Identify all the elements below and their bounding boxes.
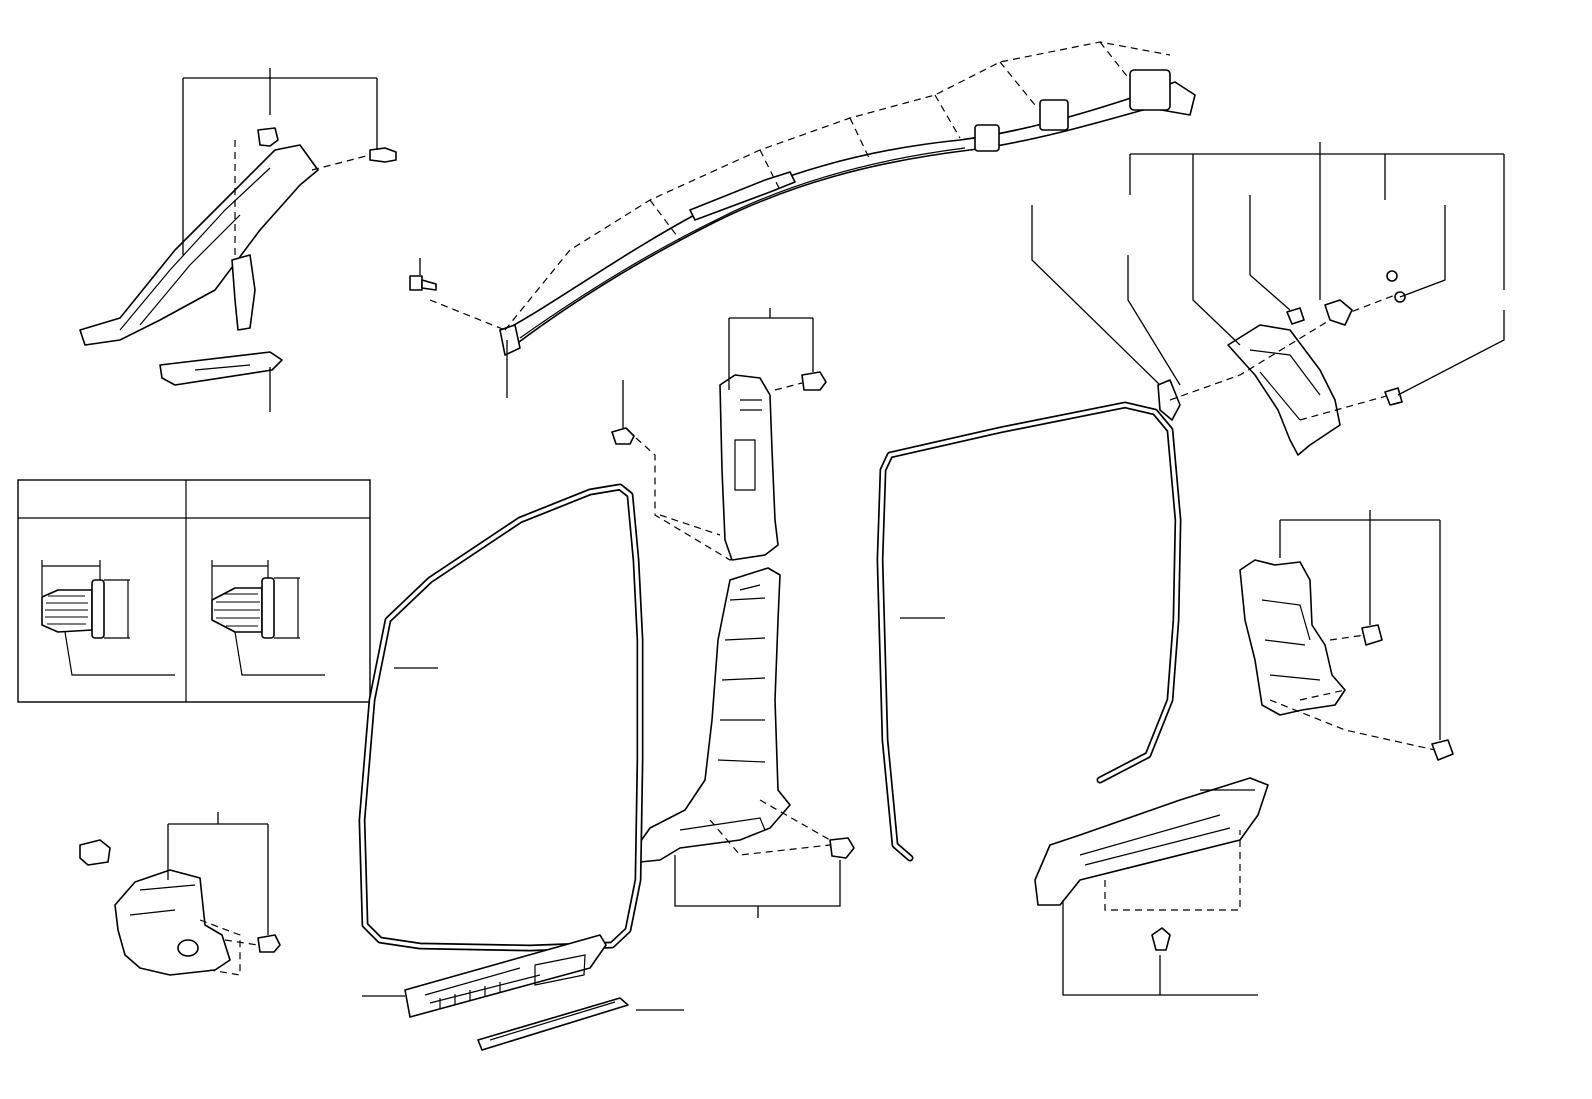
quarter-dashed (1269, 634, 1436, 751)
cowl-dashed (199, 919, 259, 976)
leader-67917 (1062, 900, 1258, 996)
pillar-lower-dashed (709, 799, 831, 856)
clip-62413c-icon (829, 837, 855, 859)
center-pillar-upper (719, 374, 779, 561)
front-pillar-garnish (79, 144, 319, 386)
clip-90467-icon (1151, 927, 1171, 951)
cowl-side-trim (114, 869, 231, 976)
note2-screw-icon (611, 427, 635, 445)
leader-62471-bracket (1031, 142, 1505, 396)
clip-64383b-icon (1157, 379, 1181, 421)
clip-icon (257, 127, 279, 147)
clip-62111b-icon (257, 934, 281, 953)
leader-62111-bracket (167, 812, 269, 935)
clip-62581f-icon (1361, 624, 1383, 646)
clip-62471c-icon (1286, 307, 1305, 325)
inset-box (17, 479, 371, 703)
rear-scuff-dashed (1104, 830, 1241, 911)
clip-62471j-icon (1384, 387, 1403, 406)
leader-62411-bracket (728, 308, 814, 390)
airbag-dashed-outline (429, 41, 1171, 331)
leader-62413-bracket (674, 855, 841, 918)
leader-62211-bracket (182, 68, 378, 255)
garnish-dashed (1169, 294, 1396, 421)
screw-icon (369, 147, 397, 163)
clip-62217h-icon (801, 371, 827, 391)
rear-scuff-plate (1034, 777, 1269, 906)
front-scuff-strip (477, 997, 629, 1051)
pillar-dashed (234, 140, 371, 260)
roof-side-inner-garnish (1227, 324, 1341, 456)
front-door-weatherstrip (358, 483, 644, 952)
spacer-62118a-icon (79, 839, 111, 866)
front-scuff-plate (404, 934, 607, 1018)
quarter-pillar-garnish (1239, 559, 1346, 716)
bolt-icon (409, 275, 437, 291)
curtain-airbag (499, 69, 1196, 356)
clip-62638b-icon (1431, 739, 1454, 761)
pillar-upper-dashed (659, 382, 803, 536)
washer-90183-icon (1386, 270, 1398, 282)
center-pillar-lower (637, 567, 791, 863)
rear-door-weatherstrip (876, 401, 1182, 862)
clip-86160y-icon (1324, 299, 1353, 326)
leader-62638-bracket (1279, 510, 1441, 740)
